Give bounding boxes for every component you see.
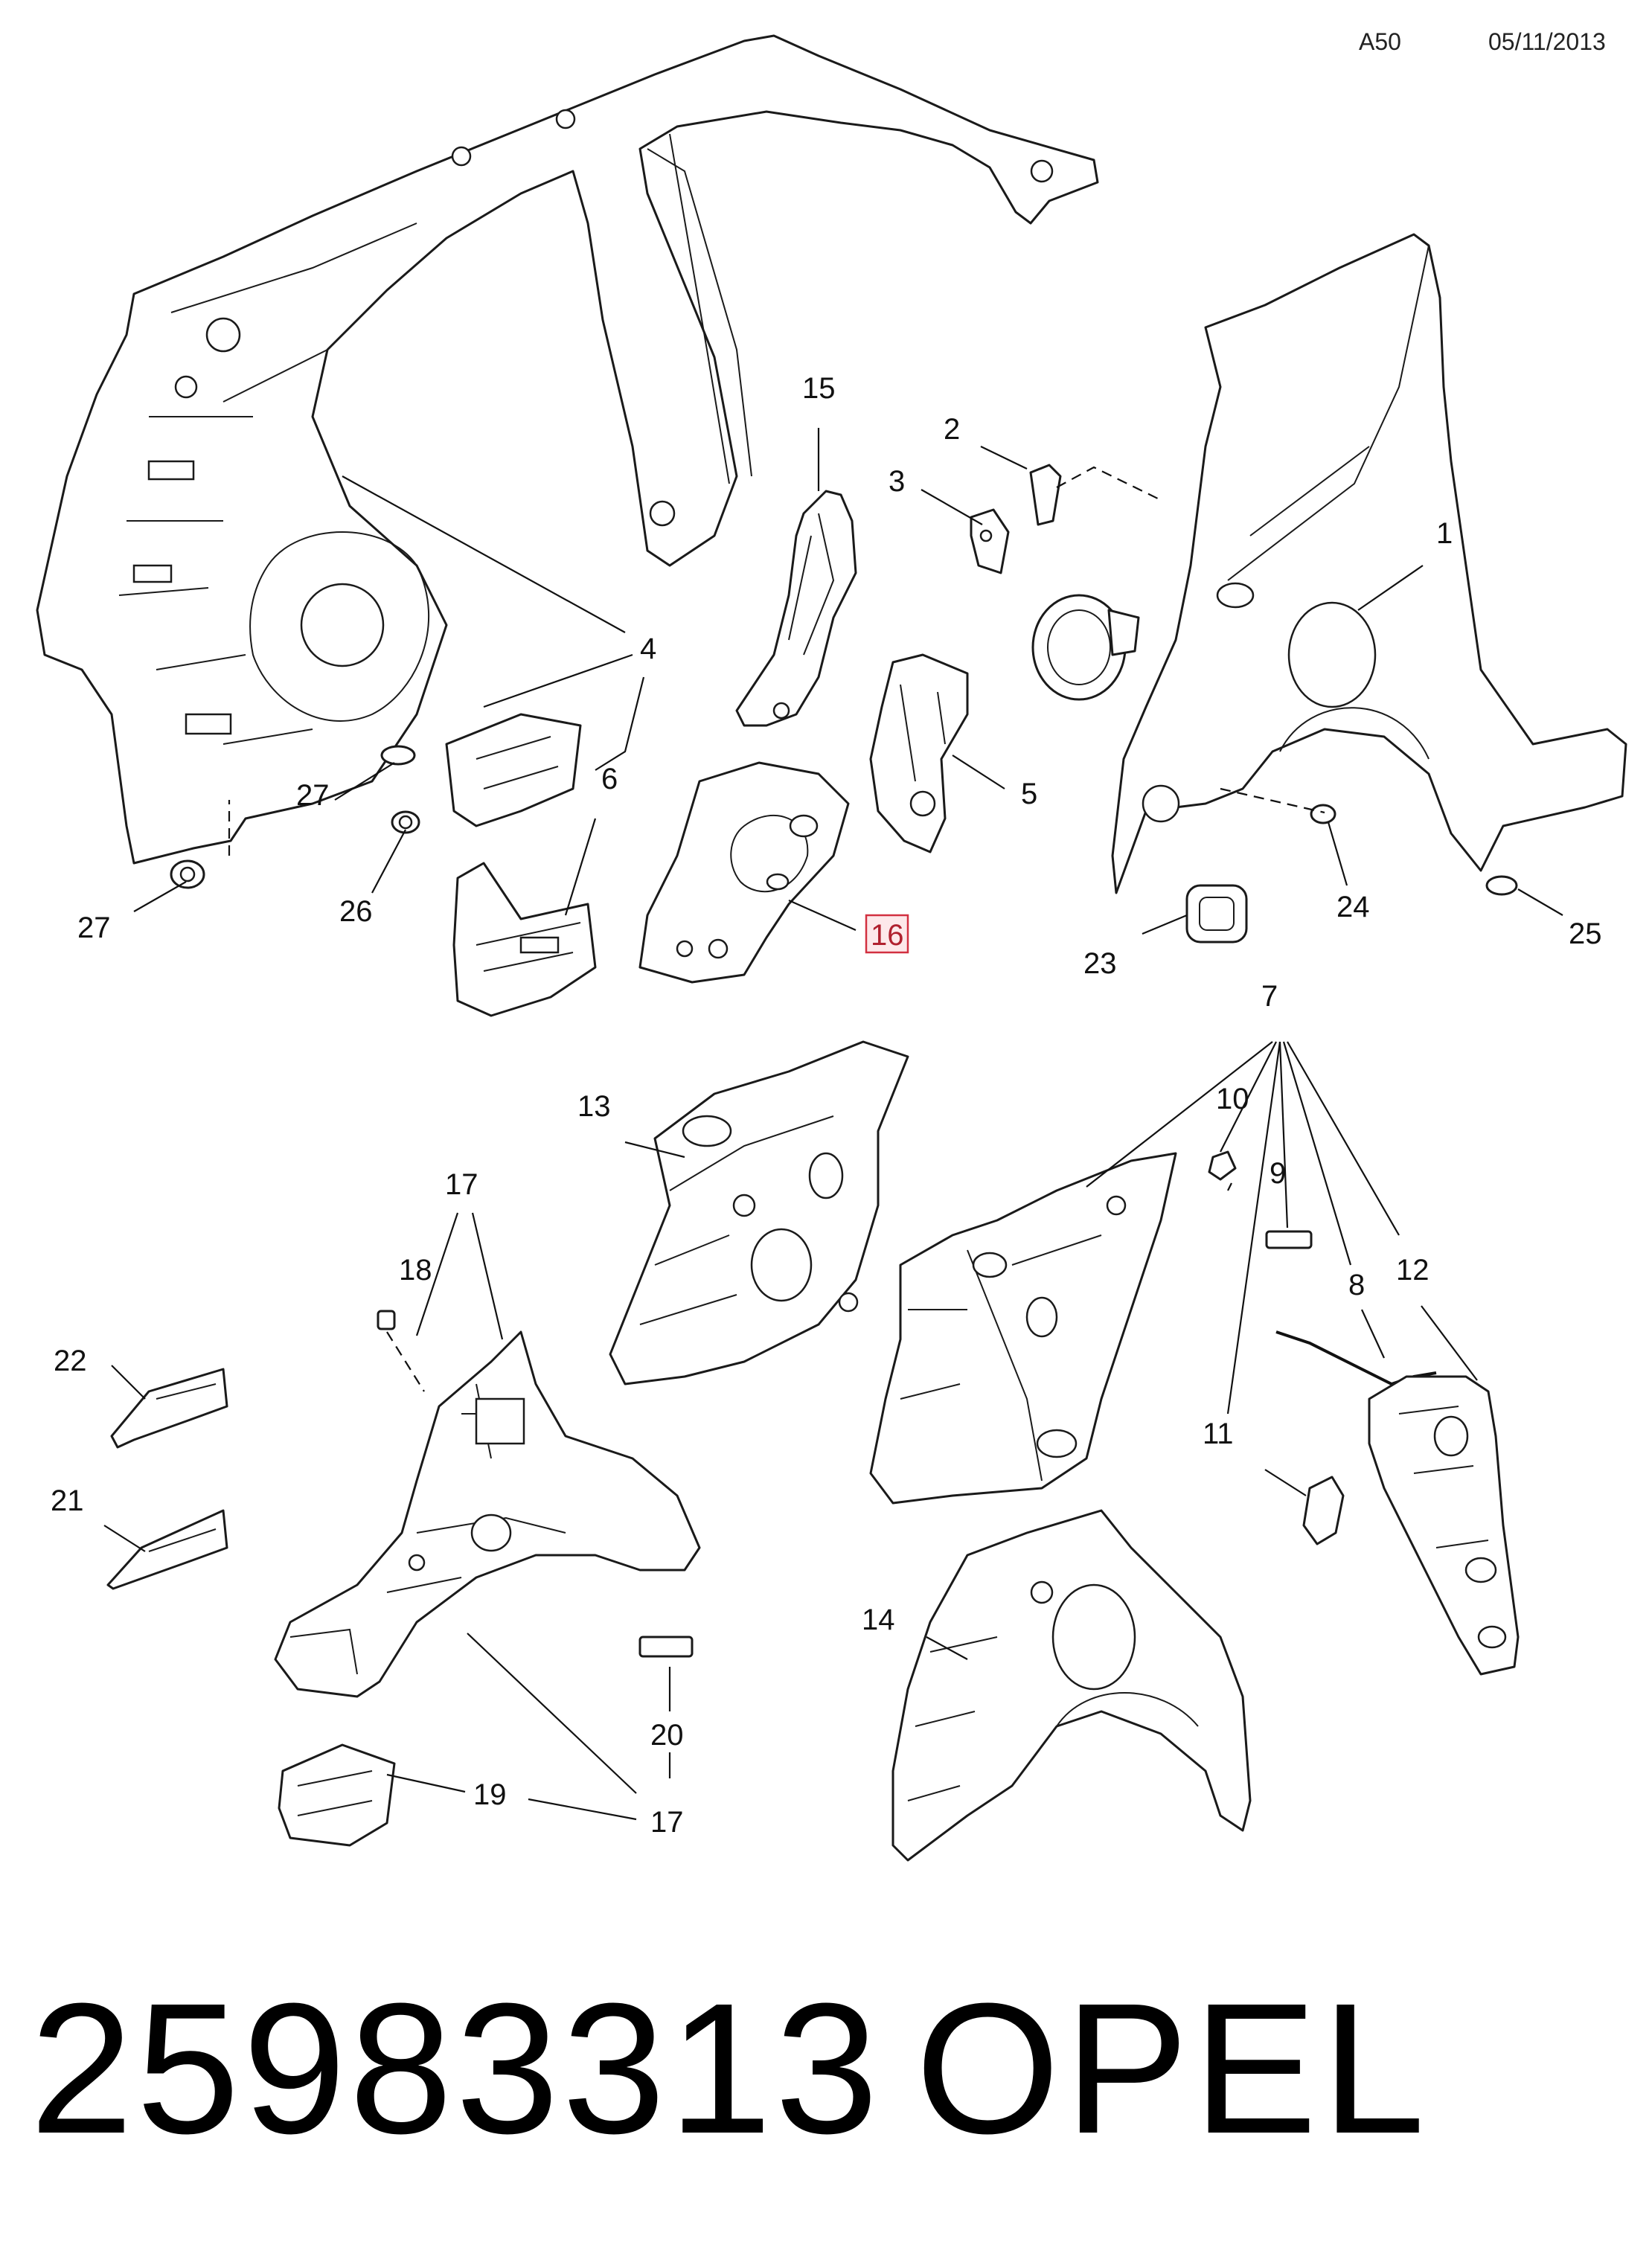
callout-10[interactable]: 10 [1216, 1083, 1249, 1115]
part-18-clip[interactable] [377, 1310, 396, 1330]
part-7-inner-structure[interactable] [869, 1152, 1177, 1505]
part-footer: 25983313 OPEL [30, 1957, 1622, 2180]
diagram-date: 05/11/2013 [1488, 28, 1606, 55]
fuel-door-housing[interactable] [1031, 594, 1140, 701]
callout-8[interactable]: 8 [1348, 1269, 1365, 1301]
part-number: 25983313 [30, 1964, 882, 2172]
part-22-bracket[interactable] [110, 1368, 228, 1449]
part-23-fuel-door[interactable] [1185, 884, 1248, 944]
part-2-hinge[interactable] [1029, 464, 1062, 526]
part-9-clip[interactable] [1265, 1230, 1313, 1249]
part-20-clip[interactable] [638, 1636, 694, 1658]
part-14-wheelhouse[interactable] [891, 1509, 1252, 1862]
callout-12[interactable]: 12 [1396, 1254, 1430, 1287]
callout-26[interactable]: 26 [339, 895, 373, 928]
part-10-clip[interactable] [1208, 1150, 1237, 1181]
brand-name: OPEL [915, 1964, 1430, 2172]
wheelhouse-bracket[interactable] [445, 713, 582, 827]
callout-5[interactable]: 5 [1021, 778, 1037, 810]
part-21-bracket[interactable] [106, 1509, 228, 1590]
part-16-inner-quarter-panel[interactable] [638, 761, 850, 984]
exploded-body-diagram: 1 2 3 4 5 6 7 8 9 10 11 12 13 14 15 16 1… [36, 34, 1627, 1862]
callout-27-upper[interactable]: 27 [296, 779, 330, 812]
callout-25[interactable]: 25 [1569, 917, 1602, 950]
callout-20[interactable]: 20 [650, 1719, 684, 1752]
callout-6[interactable]: 6 [601, 763, 618, 795]
callout-9[interactable]: 9 [1270, 1157, 1286, 1190]
callout-1[interactable]: 1 [1436, 517, 1453, 550]
part-3-clip[interactable] [970, 508, 1010, 574]
callout-18[interactable]: 18 [399, 1254, 432, 1287]
callout-13[interactable]: 13 [577, 1090, 611, 1123]
part-17-wheelhouse-inner[interactable] [274, 1330, 701, 1698]
callout-15[interactable]: 15 [802, 372, 836, 405]
callout-21[interactable]: 21 [51, 1484, 84, 1517]
diagram-code: A50 [1359, 28, 1401, 55]
callout-24[interactable]: 24 [1336, 891, 1370, 923]
callout-19[interactable]: 19 [473, 1778, 507, 1811]
callout-labels: 1 2 3 4 5 6 7 8 9 10 11 12 13 14 15 16 1… [51, 372, 1602, 1839]
part-12-rear-structure[interactable] [1368, 1375, 1520, 1676]
part-15-pillar-reinforcement[interactable] [735, 490, 857, 727]
part-1-outer-quarter-panel[interactable] [1111, 233, 1627, 894]
callout-14[interactable]: 14 [862, 1604, 895, 1636]
body-side-inner-panel[interactable] [36, 34, 1099, 865]
part-6-reinforcement[interactable] [452, 862, 597, 1017]
callout-3[interactable]: 3 [889, 465, 905, 498]
callout-16-highlighted[interactable]: 16 [871, 919, 904, 952]
part-19-bracket[interactable] [278, 1743, 396, 1847]
callout-7[interactable]: 7 [1261, 980, 1278, 1013]
callout-22[interactable]: 22 [54, 1345, 87, 1377]
callout-2[interactable]: 2 [944, 413, 960, 446]
callout-17-upper[interactable]: 17 [445, 1168, 478, 1201]
callout-17-lower[interactable]: 17 [650, 1806, 684, 1839]
part-5-bracket[interactable] [869, 653, 969, 853]
callout-4[interactable]: 4 [640, 632, 656, 665]
part-11-bracket[interactable] [1302, 1476, 1345, 1545]
callout-23[interactable]: 23 [1083, 947, 1117, 980]
highlight-box-16 [865, 914, 909, 954]
part-24-grommet[interactable] [1310, 804, 1336, 824]
leader-lines [103, 428, 1563, 1821]
part-13-inner-panel[interactable] [609, 1040, 909, 1386]
grommet-27-upper[interactable] [380, 745, 416, 766]
callout-27-lower[interactable]: 27 [77, 912, 111, 944]
callout-11[interactable]: 11 [1203, 1418, 1234, 1450]
part-25-grommet[interactable] [1485, 875, 1518, 896]
